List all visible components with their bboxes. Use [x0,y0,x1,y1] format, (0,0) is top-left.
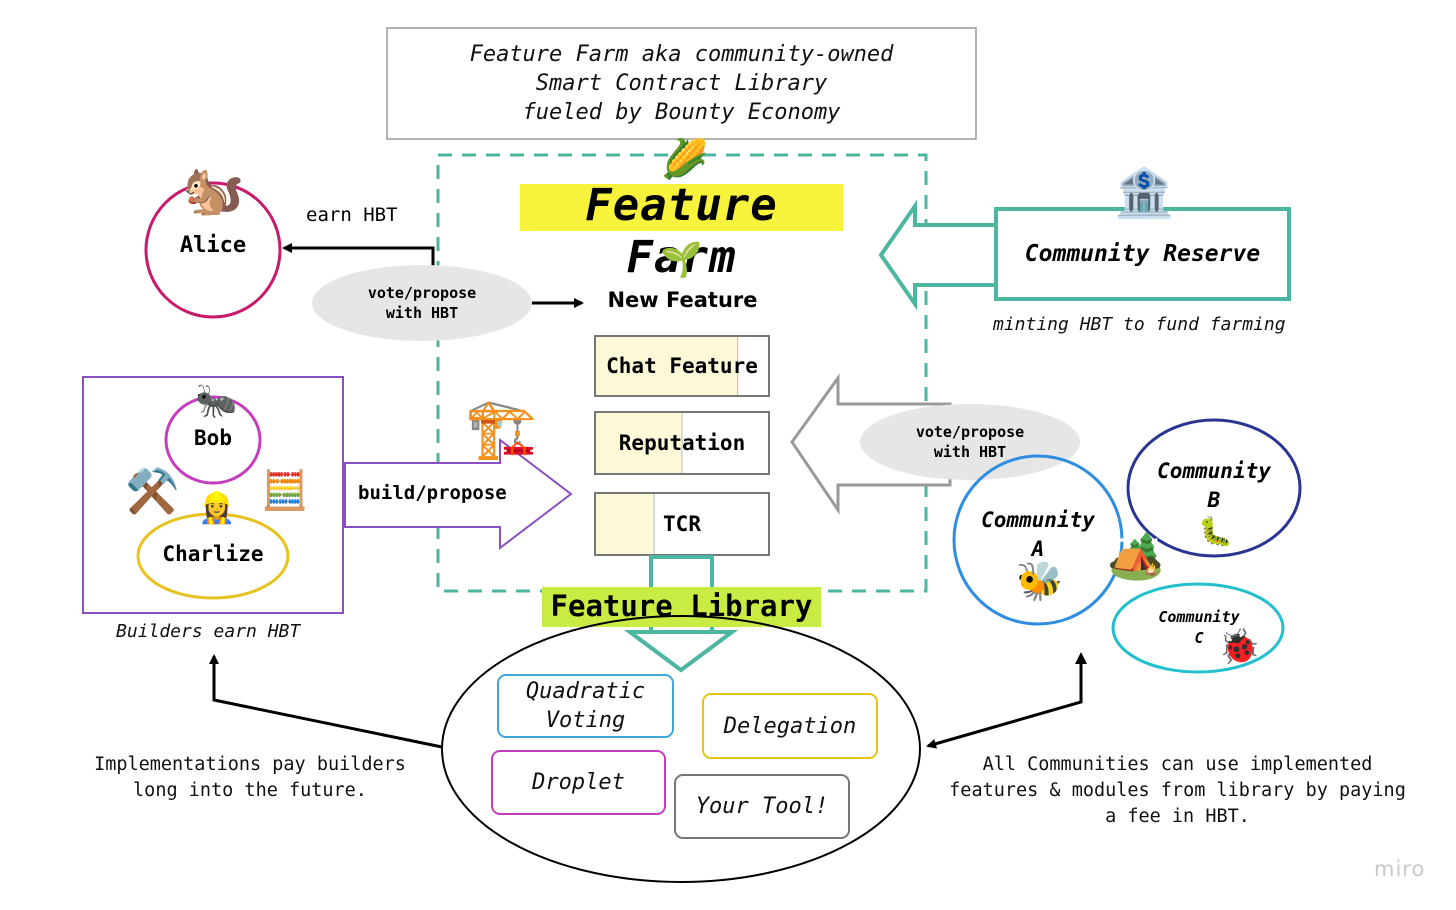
new-feature-label: New Feature [607,288,758,312]
community-c-line-1: Community [1158,608,1240,626]
library-ellipse [441,615,921,883]
item-quadratic-label[interactable]: Quadratic Voting [498,675,673,737]
feature-reputation-label[interactable]: Reputation [618,431,746,455]
bank-icon: 🏦 [1114,167,1174,220]
worker-icon: 👷‍♀️ [198,492,236,525]
builders-caption: Builders earn HBT [116,621,301,642]
community-b-line-1: Community [1157,459,1271,483]
farm-boundary [436,153,928,593]
corn-icon: 🌽 [661,139,709,181]
library-title: Feature Library [550,589,813,623]
ladybug-icon: 🐞 [1218,629,1261,666]
library-arrow-tip [623,630,739,673]
note-right-line-3: a fee in HBT. [1105,806,1250,827]
feature-chat-label[interactable]: Chat Feature [606,354,758,378]
bee-icon: 🐝 [1016,561,1064,603]
item-your-tool-box[interactable] [674,774,850,839]
earn-hbt-label: earn HBT [306,204,398,226]
community-a-line-1: Community [981,508,1095,532]
title-highlight [520,184,843,231]
item-your-tool-label[interactable]: Your Tool! [695,794,829,819]
reserve-box[interactable] [994,207,1291,301]
community-a-label: Community A [968,505,1108,565]
builders-box[interactable] [82,376,344,614]
header-box [386,27,977,140]
feature-tcr-progress [595,493,655,555]
item-delegation-box[interactable] [702,693,878,759]
header-line-1: Feature Farm aka community-owned [469,42,894,67]
vote-left-text: vote/propose with HBT [312,283,532,323]
note-left: Implementations pay builders long into t… [70,752,430,804]
seedling-icon: 🌱 [660,242,703,279]
feature-chat-progress [595,336,738,396]
usage-arrow-right [926,656,1083,749]
item-droplet-box[interactable] [491,750,666,815]
community-c-label: Community C [1130,606,1268,650]
note-right-line-2: features & modules from library by payin… [949,780,1406,801]
farm-title: Feature Farm [585,180,778,283]
item-quadratic-line-2: Voting [545,708,626,733]
header-line-2: Smart Contract Library [535,71,828,96]
ant-icon: 🐜 [195,383,238,420]
vote-left-line-1: vote/propose [367,284,477,302]
note-left-line-1: Implementations pay builders [94,754,406,775]
header-title: Feature Farm aka community-owned Smart C… [387,36,976,131]
vote-right-line-2: with HBT [933,443,1007,461]
reserve-caption: minting HBT to fund farming [993,314,1286,335]
feature-reputation-progress [595,412,682,474]
caterpillar-icon: 🐛 [1198,517,1233,548]
feature-boxes [594,335,770,556]
usage-arrow-right-head [1075,652,1087,664]
build-arrow [344,437,573,551]
vote-left-line-2: with HBT [385,304,459,322]
miro-watermark: miro [1374,857,1426,881]
feature-reputation-border [594,411,770,475]
crane-icon: 🏗️ [465,396,538,461]
reserve-title: Community Reserve [1024,241,1261,267]
item-quadratic-box[interactable] [497,674,674,738]
vote-oval-right[interactable] [860,404,1080,480]
note-left-line-2: long into the future. [133,780,367,801]
alice-circle[interactable] [144,181,282,319]
squirrel-icon: 🐿️ [182,162,245,218]
abacus-icon: 🧮 [261,470,309,512]
community-b-circle[interactable] [1126,418,1302,558]
community-c-circle[interactable] [1111,582,1285,674]
build-propose-label: build/propose [358,482,507,504]
reserve-arrow [878,199,998,311]
note-right: All Communities can use implemented feat… [925,752,1430,830]
payment-arrow-left [209,654,443,749]
bob-circle[interactable] [164,395,262,485]
community-c-line-2: C [1194,629,1204,647]
item-delegation-label[interactable]: Delegation [723,713,857,739]
vote-right-line-1: vote/propose [915,423,1025,441]
hammer-pick-icon: ⚒️ [125,467,180,516]
charlize-name: Charlize [162,542,264,566]
library-highlight [542,587,821,627]
community-b-line-2: B [1207,488,1221,512]
feature-tcr-label[interactable]: TCR [663,512,701,536]
bob-name: Bob [194,426,232,450]
camping-icon: 🏕️ [1107,530,1165,581]
community-a-circle[interactable] [952,454,1124,626]
item-droplet-label[interactable]: Droplet [532,770,625,795]
earn-arrow [282,243,435,270]
header-line-3: fueled by Bounty Economy [522,100,841,125]
vote-right-text: vote/propose with HBT [860,422,1080,462]
community-a-line-2: A [1031,537,1045,561]
feature-chat-border [594,335,770,397]
community-b-label: Community B [1140,456,1288,516]
charlize-circle[interactable] [136,512,290,600]
item-quadratic-line-1: Quadratic [525,679,646,704]
note-right-line-1: All Communities can use implemented [982,754,1373,775]
alice-name: Alice [179,233,247,258]
vote-oval-left[interactable] [312,265,532,341]
